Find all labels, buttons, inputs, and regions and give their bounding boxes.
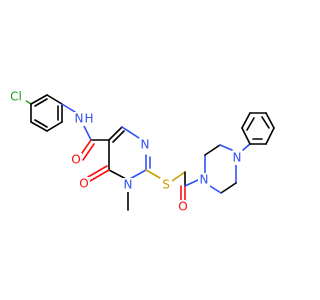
ring-oxygen-label: O	[79, 177, 88, 191]
ring-nitrogen-methyl-label: N	[124, 178, 133, 192]
atom-label-ketone-o: O	[177, 200, 189, 214]
chlorophenyl-ring	[19, 94, 63, 132]
amide-oxygen-label: O	[71, 153, 80, 167]
piperazine-ring	[204, 144, 237, 194]
atom-label-ring-o: O	[78, 177, 90, 191]
ketone-oxygen-label: O	[178, 200, 187, 214]
ring-nitrogen-top-label: N	[141, 138, 150, 152]
amide-hydrogen-label: H	[84, 112, 93, 126]
molecule-structure: Cl N H O N N O S O N N	[6, 89, 275, 214]
piperazine-n4-label: N	[233, 151, 242, 165]
atom-label-ring-n-methyl: N	[122, 178, 134, 192]
atom-label-s: S	[160, 178, 172, 192]
atom-label-ring-n-top: N	[139, 138, 151, 152]
atom-label-cl: Cl	[6, 89, 26, 105]
atom-label-amide-n: N H	[73, 112, 94, 126]
atom-label-pip-n1: N	[198, 173, 210, 187]
piperazine-n1-label: N	[200, 173, 209, 187]
thio-linker	[145, 169, 199, 201]
amide-nitrogen-label: N	[75, 112, 84, 126]
phenyl-ring	[241, 112, 275, 151]
atom-label-pip-n4: N	[231, 151, 243, 165]
sulfur-label: S	[162, 178, 170, 192]
chlorine-label: Cl	[10, 90, 22, 104]
atom-label-amide-o: O	[70, 153, 82, 167]
pyrimidinone-ring	[87, 126, 151, 211]
